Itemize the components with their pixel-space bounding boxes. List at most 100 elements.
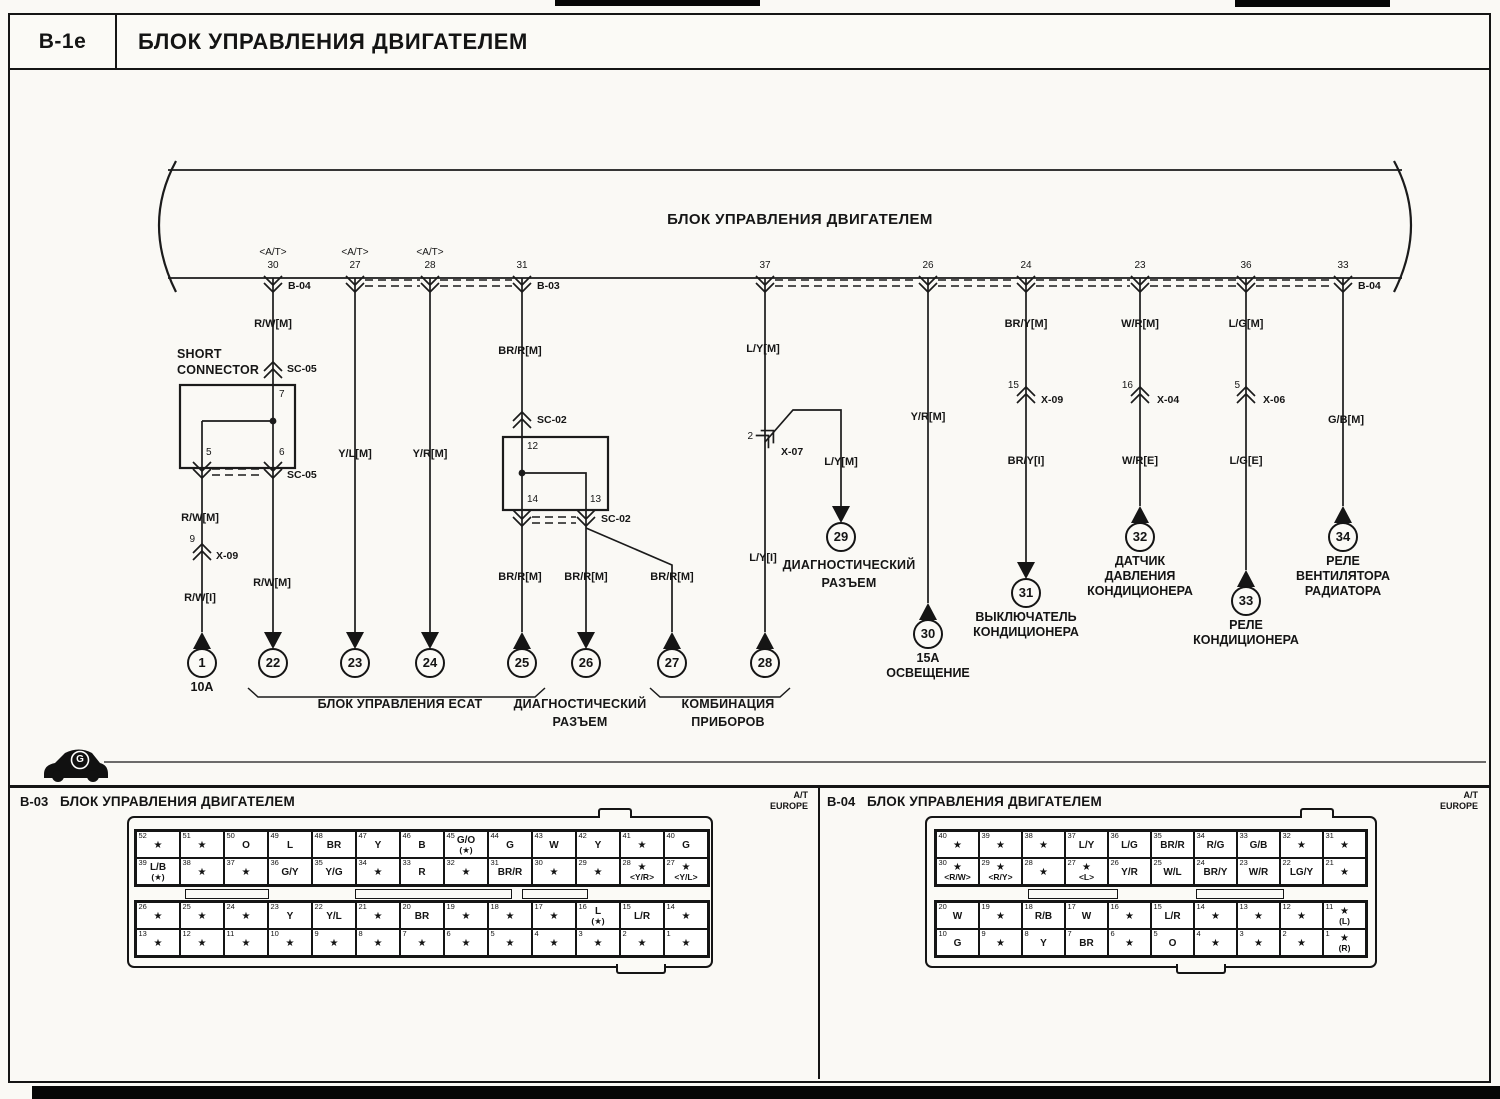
wire-code: ★ [549, 911, 559, 922]
wire-code: ★ [241, 938, 251, 949]
variant-note: A/T EUROPE [736, 790, 808, 811]
component-ref-circle: 24 [415, 648, 445, 678]
pin-number: 35 [1153, 831, 1162, 840]
pin-cell: 1★ [664, 929, 708, 956]
component-label: РАДИАТОРА [1304, 584, 1382, 598]
pin-cell: 25★ [180, 902, 224, 929]
wire-code: ★ [1297, 840, 1306, 851]
pin-number: 9 [981, 929, 986, 938]
diagram-label: BR/R[M] [564, 571, 608, 583]
diagram-label: BR/Y[I] [1007, 455, 1045, 467]
wire-code: ★ [373, 911, 383, 922]
pin-number: 21 [358, 902, 367, 911]
wire-code: ★ [1297, 911, 1306, 922]
diagram-label: БЛОК УПРАВЛЕНИЯ ДВИГАТЕЛЕМ [667, 211, 933, 228]
diagram-label: L/Y[I] [749, 552, 777, 564]
variant-line: A/T [793, 790, 809, 800]
diagram-label: 5 [206, 447, 212, 458]
wire-code: ★ [549, 867, 559, 878]
pin-number: 13 [1239, 902, 1248, 911]
pin-number: 15 [622, 902, 631, 911]
pin-number: 34 [1196, 831, 1205, 840]
diagram-label: SHORT [177, 347, 222, 361]
wire-code: L/B [149, 861, 167, 873]
pin-cell: 40★ [936, 831, 979, 858]
pin-cell: 27★<Y/L> [664, 858, 708, 885]
component-ref-circle: 31 [1011, 578, 1041, 608]
title-bar: B-1e БЛОК УПРАВЛЕНИЯ ДВИГАТЕЛЕМ [8, 13, 1491, 70]
wire-code: Y [1040, 938, 1047, 949]
pin-number: 11 [226, 929, 235, 938]
pin-cell: 6★ [444, 929, 488, 956]
pin-number: 1 [1325, 929, 1330, 938]
pin-number: 30 [938, 858, 947, 867]
pin-number: 3 [578, 929, 583, 938]
pin-cell: 4★ [532, 929, 576, 956]
diagram-label: <A/T> [259, 247, 287, 258]
pin-number: 8 [1024, 929, 1029, 938]
pin-cell: 41★ [620, 831, 664, 858]
wire-code-extra: (L) [1339, 915, 1350, 926]
connector-code: B-03 [20, 794, 49, 809]
wire-code: L [594, 905, 602, 917]
wire-code: ★ [461, 867, 471, 878]
wire-code: ★ [197, 867, 207, 878]
pin-number: 4 [534, 929, 539, 938]
pin-number: 19 [981, 902, 990, 911]
wire-code: ★ [681, 861, 691, 873]
wire-code: ★ [373, 867, 383, 878]
wire-code: ★ [153, 911, 163, 922]
wire-code: ★ [1254, 911, 1263, 922]
wire-code: ★ [996, 911, 1005, 922]
wire-arrow-icon [577, 632, 595, 649]
wire-code-extra: <R/W> [944, 871, 971, 882]
pin-cell: 26★ [136, 902, 180, 929]
diagram-label: <A/T> [341, 247, 369, 258]
variant-line: A/T [1463, 790, 1479, 800]
wire-code: O [1168, 938, 1177, 949]
component-ref-circle: 22 [258, 648, 288, 678]
pin-number: 37 [1067, 831, 1076, 840]
wire-code: ★ [593, 938, 603, 949]
component-ref-circle: 32 [1125, 522, 1155, 552]
pin-cell: 21 ★ [356, 902, 400, 929]
component-label: ОСВЕЩЕНИЕ [886, 666, 970, 680]
diagram-label: SC-05 [287, 469, 317, 481]
diagram-label: 14 [527, 494, 539, 505]
wire-code: ★ [153, 840, 163, 851]
wire-code: Y [286, 911, 294, 922]
pin-cell: 29★<R/Y> [979, 858, 1022, 885]
diagram-label: 16 [1121, 380, 1133, 391]
diagram-label: L/G[E] [1229, 455, 1263, 467]
wire-code: ★ [373, 938, 383, 949]
pin-cell: 13 ★ [1237, 902, 1280, 929]
wire-arrow-icon [346, 632, 364, 649]
wire-code: ★ [197, 840, 207, 851]
diagram-label: L/G[M] [1228, 318, 1264, 330]
pin-cell: 12★ [1280, 902, 1323, 929]
wire-code: ★ [681, 938, 691, 949]
component-label: ВЕНТИЛЯТОРА [1295, 569, 1391, 583]
pin-number: 14 [1196, 902, 1205, 911]
diagram-label: 36 [1240, 260, 1252, 271]
component-ref-circle: 25 [507, 648, 537, 678]
diagram-label: SC-02 [601, 513, 631, 525]
diagram-label: 30 [267, 260, 279, 271]
pin-number: 23 [270, 902, 279, 911]
wire-code: ★ [1340, 905, 1349, 917]
diagram-label: BR/Y[M] [1004, 318, 1048, 330]
diagram-label: SC-02 [537, 414, 567, 426]
wire-code: B [418, 840, 426, 851]
pin-number: 49 [270, 831, 279, 840]
wire-arrow-icon [1131, 506, 1149, 523]
connector-tab [616, 964, 666, 974]
